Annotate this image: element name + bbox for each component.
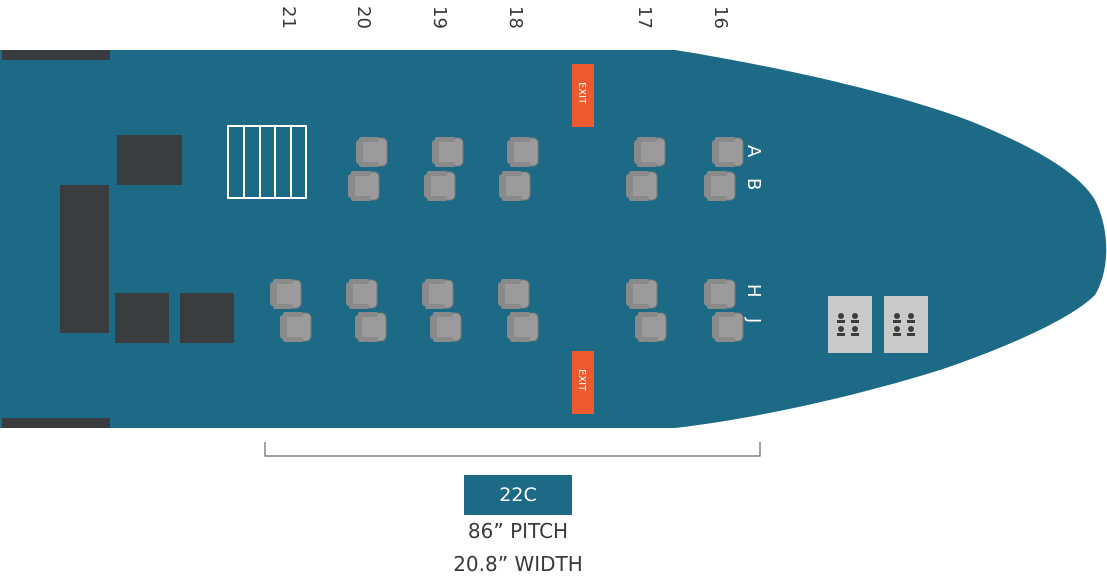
- seat[interactable]: [346, 279, 378, 309]
- lavatory-icon: [893, 313, 915, 336]
- row-number: 20: [353, 6, 374, 29]
- seat[interactable]: [507, 312, 539, 342]
- exit-label: EXIT: [576, 369, 587, 392]
- exit-marker-top: EXIT: [572, 64, 594, 127]
- galley-unit: [180, 293, 234, 343]
- seat[interactable]: [626, 279, 658, 309]
- seat[interactable]: [355, 312, 387, 342]
- seat-letter: H: [743, 284, 764, 298]
- row-number: 16: [710, 6, 731, 29]
- lavatory-icon: [837, 313, 859, 336]
- seat[interactable]: [422, 279, 454, 309]
- door-bottom-left: [2, 418, 110, 428]
- seat[interactable]: [704, 171, 736, 201]
- galley-unit: [117, 135, 182, 185]
- galley-unit: [60, 185, 109, 333]
- seat-pitch: 86” PITCH: [467, 519, 569, 543]
- seat[interactable]: [270, 279, 302, 309]
- seat-width: 20.8” WIDTH: [453, 552, 583, 576]
- seat-letters: A B H J: [743, 145, 764, 323]
- fuselage: [0, 50, 1107, 428]
- seat[interactable]: [499, 171, 531, 201]
- seat[interactable]: [498, 279, 530, 309]
- stairs-icon: [227, 125, 307, 199]
- seat[interactable]: [712, 137, 744, 167]
- seat-letter: J: [743, 317, 764, 323]
- exit-label: EXIT: [576, 82, 587, 105]
- galley-unit: [115, 293, 169, 343]
- seat[interactable]: [712, 312, 744, 342]
- seat[interactable]: [424, 171, 456, 201]
- row-number: 19: [429, 6, 450, 29]
- exit-marker-bottom: EXIT: [572, 351, 594, 414]
- seat[interactable]: [432, 137, 464, 167]
- row-number: 21: [278, 6, 299, 29]
- seat[interactable]: [635, 312, 667, 342]
- seat[interactable]: [280, 312, 312, 342]
- seat[interactable]: [348, 171, 380, 201]
- row-numbers: 21 20 19 18 17 16: [278, 6, 731, 29]
- row-number: 18: [505, 6, 526, 29]
- seat[interactable]: [704, 279, 736, 309]
- seat-letter: A: [743, 145, 764, 158]
- door-top-left: [2, 50, 110, 60]
- seat[interactable]: [626, 171, 658, 201]
- seat[interactable]: [634, 137, 666, 167]
- seats: [270, 137, 744, 342]
- lavatory: [828, 296, 872, 353]
- cabin-class-badge: 22C: [464, 475, 572, 515]
- seat[interactable]: [430, 312, 462, 342]
- pitch-bracket: [264, 442, 761, 457]
- seat[interactable]: [356, 137, 388, 167]
- seat-letter: B: [743, 178, 764, 190]
- row-number: 17: [634, 6, 655, 29]
- lavatory: [884, 296, 928, 353]
- seat[interactable]: [507, 137, 539, 167]
